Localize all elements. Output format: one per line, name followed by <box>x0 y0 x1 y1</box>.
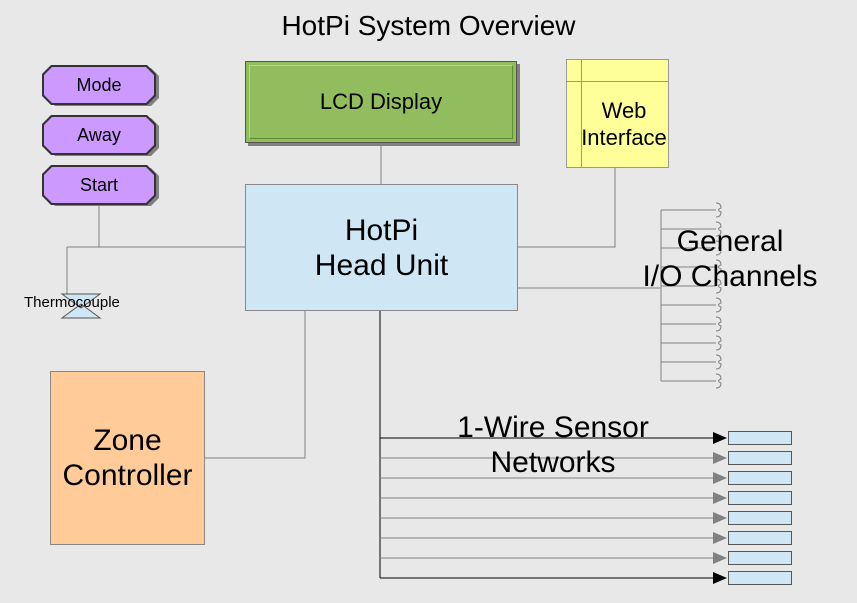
io-channel-terminal <box>715 354 722 370</box>
thermocouple-icon <box>60 293 102 319</box>
start-button[interactable]: Start <box>44 167 154 203</box>
one-wire-branches <box>380 432 727 584</box>
one-wire-sensor <box>728 551 792 565</box>
one-wire-sensor <box>728 511 792 525</box>
io-channel-terminal <box>715 202 722 218</box>
one-wire-sensor <box>728 571 792 585</box>
one-wire-sensor <box>728 451 792 465</box>
io-channel-terminal <box>715 297 722 313</box>
lcd-display-label: LCD Display <box>319 89 443 114</box>
web-box-divider-vertical <box>581 60 582 167</box>
web-box-divider-horizontal <box>567 81 668 82</box>
mode-button[interactable]: Mode <box>44 67 154 103</box>
io-channel-terminal <box>715 240 722 256</box>
web-interface-label: Web Interface <box>581 98 667 150</box>
io-channel-terminal <box>715 335 722 351</box>
one-wire-sensor <box>728 491 792 505</box>
one-wire-sensor <box>728 431 792 445</box>
one-wire-sensor <box>728 471 792 485</box>
one-wire-label: 1-Wire Sensor Networks <box>457 411 649 479</box>
head-to-zone-line <box>203 309 306 459</box>
lcd-display-box: LCD Display <box>245 61 517 143</box>
io-channel-terminal <box>715 259 722 275</box>
io-channel-terminal <box>715 278 722 294</box>
io-channel-terminal <box>715 316 722 332</box>
away-button[interactable]: Away <box>44 117 154 153</box>
diagram-title: HotPi System Overview <box>281 10 576 41</box>
head-unit-label: HotPi Head Unit <box>314 213 449 282</box>
web-to-head-line <box>516 166 616 248</box>
zone-controller-box: Zone Controller <box>50 371 205 545</box>
general-io-label: General I/O Channels <box>642 225 818 293</box>
io-channel-terminal <box>715 221 722 237</box>
zone-controller-label: Zone Controller <box>62 424 193 492</box>
general-io-bus <box>660 202 722 389</box>
head-unit-box: HotPi Head Unit <box>245 184 518 311</box>
one-wire-sensor <box>728 531 792 545</box>
thermocouple-label: Thermocouple <box>24 294 120 311</box>
web-interface-box <box>566 59 669 168</box>
io-channel-terminal <box>715 373 722 389</box>
